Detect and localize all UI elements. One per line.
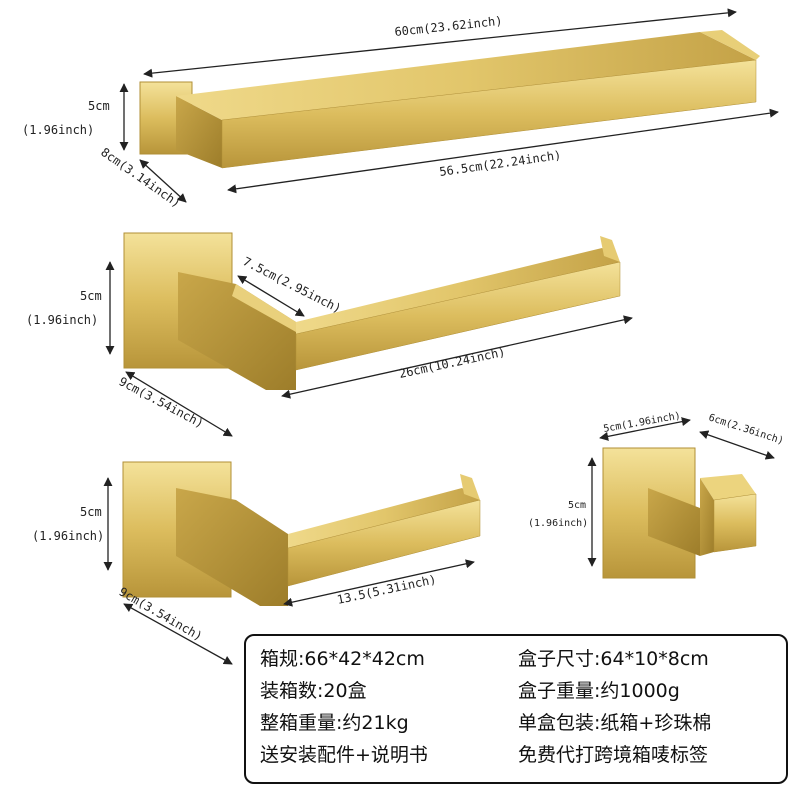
- robe-hook-side-face: [700, 478, 714, 556]
- towel-ring-length-label: 26cm(10.24inch): [398, 345, 507, 381]
- spec-box-weight: 盒子重量:约1000g: [518, 680, 680, 702]
- paper-holder-length-label: 13.5(5.31inch): [336, 572, 438, 607]
- towel-ring-height-in: (1.96inch): [26, 313, 98, 327]
- robe-hook-depth-label: 6cm(2.36inch): [707, 412, 785, 447]
- paper-holder-image: [122, 461, 481, 606]
- towel-ring-depth-label: 9cm(3.54inch): [117, 374, 207, 430]
- robe-hook-arm: [648, 488, 700, 556]
- paper-holder-height-cm: 5cm: [80, 505, 102, 519]
- paper-holder-top-face: [288, 488, 480, 548]
- towel-ring-top-face: [296, 248, 620, 334]
- towel-bar-image: [139, 30, 760, 169]
- spec-units-per-carton: 装箱数:20盒: [260, 680, 367, 702]
- robe-hook-width-label: 5cm(1.96inch): [603, 411, 682, 435]
- towel-ring-post: [178, 272, 296, 390]
- towel-bar-total-length-line: [143, 8, 737, 78]
- robe-hook-width-line: [599, 417, 691, 441]
- towel-bar-depth-line: [139, 159, 187, 203]
- towel-bar-height-in: (1.96inch): [22, 123, 94, 137]
- paper-holder-post: [176, 488, 288, 606]
- robe-hook-top-face: [700, 474, 756, 500]
- towel-bar-height-cm: 5cm: [88, 99, 110, 113]
- paper-holder-end: [460, 474, 480, 500]
- robe-hook-height-cm: 5cm: [568, 500, 586, 511]
- spec-accessories: 送安装配件+说明书: [260, 744, 428, 766]
- spec-labeling: 免费代打跨境箱唛标签: [518, 744, 709, 766]
- spec-box-size: 盒子尺寸:64*10*8cm: [518, 648, 709, 670]
- paper-holder-depth-line: [123, 603, 233, 665]
- towel-bar-depth-label: 8cm(3.14inch): [98, 145, 183, 210]
- towel-ring-depth-line: [125, 371, 233, 437]
- towel-bar-length-line: [227, 108, 779, 194]
- towel-ring-height-cm: 5cm: [80, 289, 102, 303]
- towel-bar-length-label: 56.5cm(22.24inch): [438, 148, 562, 179]
- robe-hook-height-in: (1.96inch): [528, 518, 588, 529]
- spec-carton-size: 箱规:66*42*42cm: [260, 648, 425, 670]
- towel-ring-image: [123, 232, 621, 390]
- robe-hook-image: [602, 447, 757, 579]
- spec-carton-weight: 整箱重量:约21kg: [260, 712, 409, 734]
- towel-ring-length-line: [281, 315, 633, 399]
- robe-hook-front-face: [713, 493, 757, 553]
- spec-grid: 箱规:66*42*42cm 盒子尺寸:64*10*8cm 装箱数:20盒 盒子重…: [260, 646, 772, 768]
- towel-ring-end: [600, 236, 620, 262]
- spec-single-packing: 单盒包装:纸箱+珍珠棉: [518, 712, 712, 734]
- towel-bar-total-length-label: 60cm(23.62inch): [394, 14, 503, 39]
- robe-hook-depth-line: [699, 430, 775, 460]
- paper-holder-height-in: (1.96inch): [32, 529, 104, 543]
- towel-ring-arm-line: [237, 275, 305, 317]
- paper-holder-length-line: [283, 559, 475, 607]
- spec-box: 箱规:66*42*42cm 盒子尺寸:64*10*8cm 装箱数:20盒 盒子重…: [244, 634, 788, 784]
